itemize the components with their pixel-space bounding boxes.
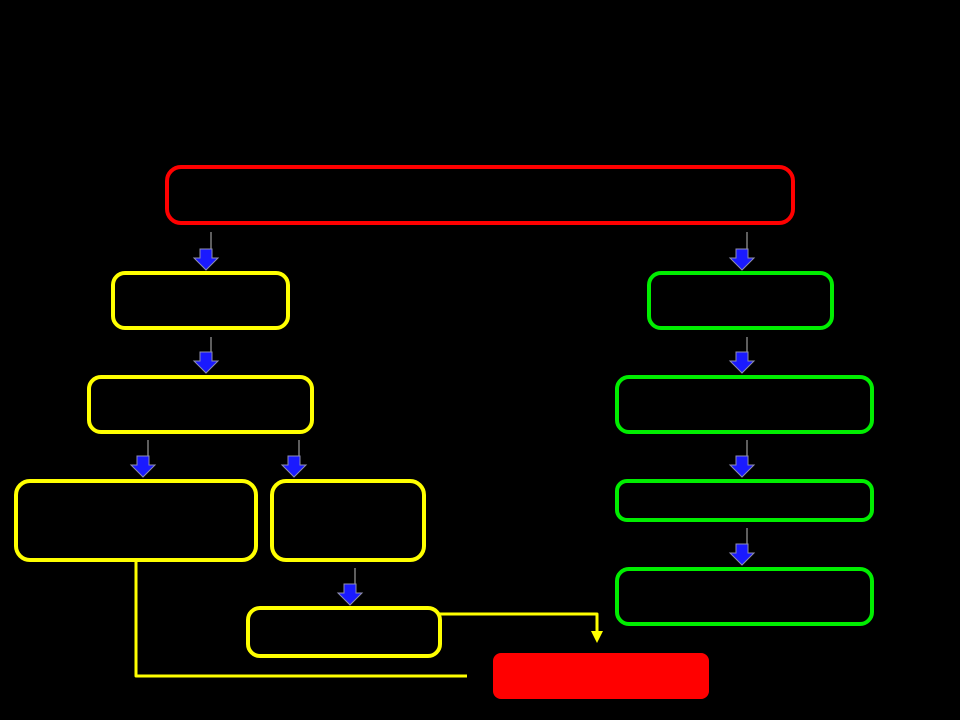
right-node-4-box <box>615 567 874 626</box>
connector-left-3a-to-terminal <box>134 561 467 678</box>
right-node-2-box <box>615 375 874 434</box>
arrow-root-to-right <box>728 232 756 271</box>
down-arrow-icon <box>728 543 756 566</box>
left-node-1 <box>111 271 290 330</box>
left-node-1-box <box>111 271 290 330</box>
connector-left-4-to-terminal <box>440 612 599 632</box>
right-node-3 <box>615 479 874 522</box>
down-arrow-icon <box>192 248 220 271</box>
right-node-1 <box>647 271 834 330</box>
arrow-root-to-left <box>192 232 220 271</box>
root-node-box <box>165 165 795 225</box>
down-arrow-icon <box>129 455 157 478</box>
terminal-node <box>493 653 709 699</box>
arrow-left-1-to-2 <box>192 337 220 374</box>
left-node-2-box <box>87 375 314 434</box>
down-arrow-icon <box>280 455 308 478</box>
left-node-4-box <box>246 606 442 658</box>
arrow-left-2-to-3a <box>129 440 157 478</box>
down-arrow-icon <box>728 351 756 374</box>
arrowhead-icon <box>591 631 603 643</box>
arrow-left-3b-to-4 <box>336 568 364 606</box>
right-node-4 <box>615 567 874 626</box>
right-node-3-box <box>615 479 874 522</box>
arrow-right-1-to-2 <box>728 337 756 374</box>
right-node-2 <box>615 375 874 434</box>
left-node-3b-box <box>270 479 426 562</box>
terminal-node-box <box>493 653 709 699</box>
left-node-4 <box>246 606 442 658</box>
arrow-left-2-to-3b <box>280 440 308 478</box>
down-arrow-icon <box>336 583 364 606</box>
down-arrow-icon <box>728 248 756 271</box>
root-node <box>165 165 795 225</box>
down-arrow-icon <box>192 351 220 374</box>
right-node-1-box <box>647 271 834 330</box>
arrow-right-3-to-4 <box>728 528 756 566</box>
down-arrow-icon <box>728 455 756 478</box>
arrow-right-2-to-3 <box>728 440 756 478</box>
left-node-3b <box>270 479 426 562</box>
left-node-3a <box>14 479 258 562</box>
left-node-3a-box <box>14 479 258 562</box>
left-node-2 <box>87 375 314 434</box>
